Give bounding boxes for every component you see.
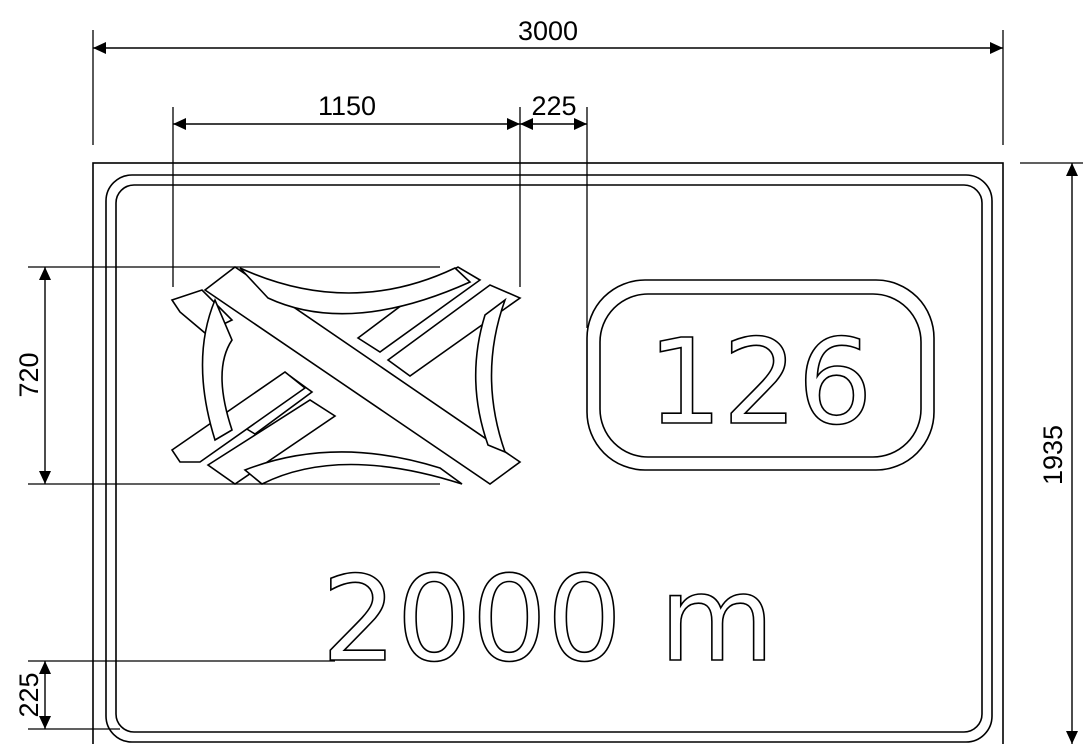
dimension-gap-width: 225 xyxy=(520,91,588,328)
route-number-text: 126 xyxy=(647,313,872,451)
dimension-label-sign-width: 3000 xyxy=(518,16,578,46)
dimension-label-bottom-margin: 225 xyxy=(14,672,44,717)
sign-inner-border-inner xyxy=(115,184,983,733)
motorway-interchange-icon xyxy=(170,266,522,485)
dimension-pictogram-width: 1150 xyxy=(172,91,521,287)
dimension-sign-width: 3000 xyxy=(92,16,1004,145)
route-shield-inner xyxy=(599,293,922,458)
route-shield-outer xyxy=(586,279,935,471)
sign-inner-border-outer xyxy=(105,174,993,743)
dimension-label-gap-width: 225 xyxy=(531,91,576,121)
dimension-label-sign-height: 1935 xyxy=(1038,425,1068,485)
dimension-label-pictogram-height: 720 xyxy=(14,352,44,397)
dimension-label-pictogram-width: 1150 xyxy=(318,91,376,121)
dimension-sign-height: 1935 xyxy=(1020,162,1083,744)
dimension-pictogram-height: 720 xyxy=(14,266,440,485)
route-number-shield: 126 xyxy=(586,279,935,471)
distance-text: 2000 m xyxy=(322,550,775,688)
dimension-bottom-margin: 225 xyxy=(14,660,335,730)
